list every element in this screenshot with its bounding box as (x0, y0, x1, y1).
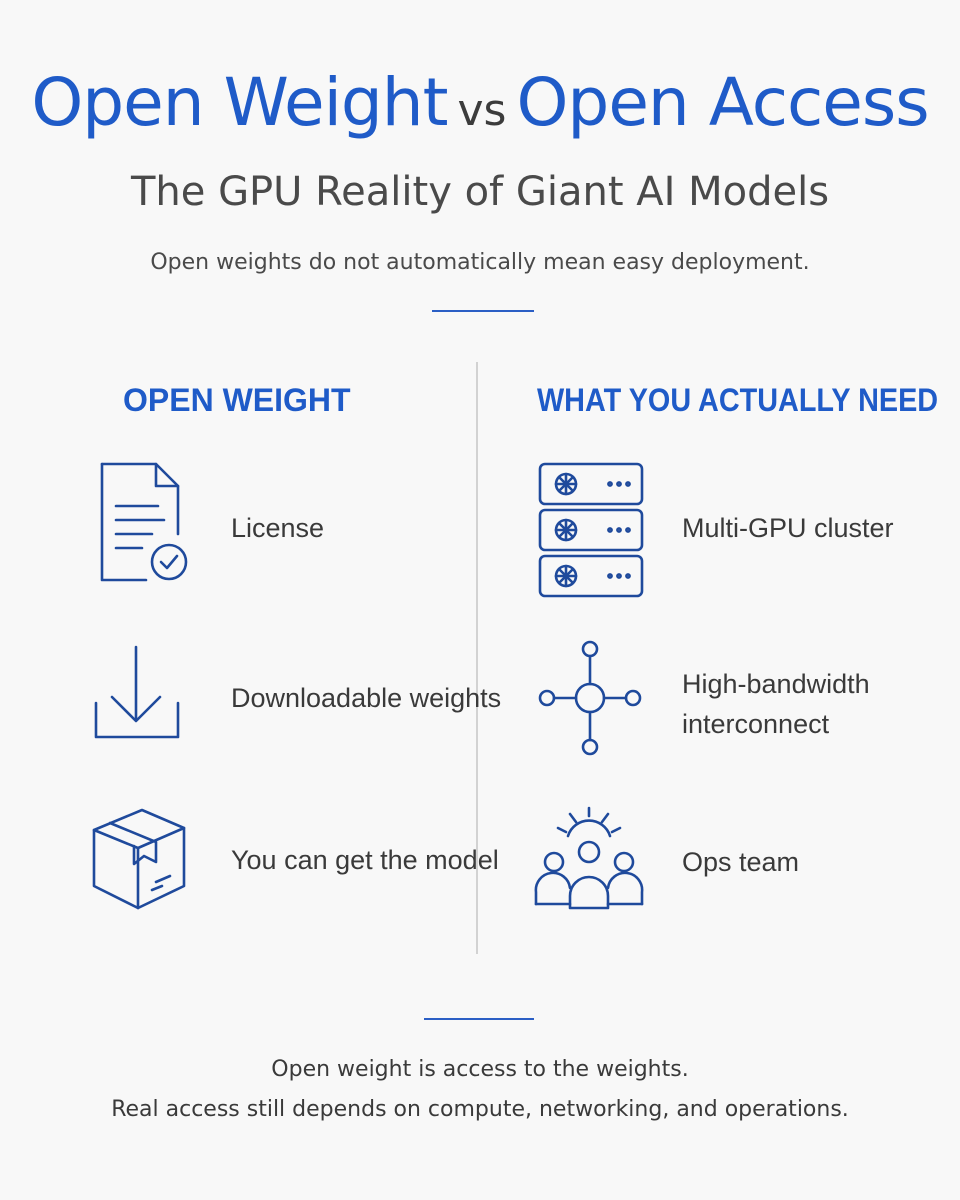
package-box-icon (90, 806, 186, 912)
header-rule (432, 310, 534, 312)
download-icon (94, 645, 180, 741)
server-rack-icon (538, 462, 644, 598)
footer-rule (424, 1018, 534, 1020)
get-model-label: You can get the model (231, 845, 499, 875)
title-vs: vs (457, 85, 507, 136)
ops-team-label: Ops team (682, 847, 800, 877)
title-open-access: Open Access (516, 64, 929, 141)
downloadable-weights-label: Downloadable weights (231, 683, 502, 713)
license-document-icon (96, 462, 192, 584)
multi-gpu-cluster-label: Multi-GPU cluster (682, 513, 894, 543)
footer-text: Open weight is access to the weights. Re… (0, 1050, 960, 1130)
footer-line-2: Real access still depends on compute, ne… (111, 1097, 849, 1122)
license-label: License (231, 513, 325, 543)
page-subtitle: The GPU Reality of Giant AI Models (130, 169, 830, 215)
right-column-heading: WHAT YOU ACTUALLY NEED (537, 382, 939, 418)
interconnect-label-line2: interconnect (682, 709, 830, 739)
network-hub-icon (538, 640, 642, 758)
team-gear-icon (534, 804, 644, 912)
left-column-heading: OPEN WEIGHT (123, 382, 351, 418)
footer-line-1: Open weight is access to the weights. (271, 1057, 689, 1082)
page-tagline: Open weights do not automatically mean e… (150, 250, 810, 275)
title-open-weight: Open Weight (31, 64, 448, 141)
column-divider (476, 362, 478, 954)
interconnect-label-line1: High-bandwidth (682, 669, 870, 699)
